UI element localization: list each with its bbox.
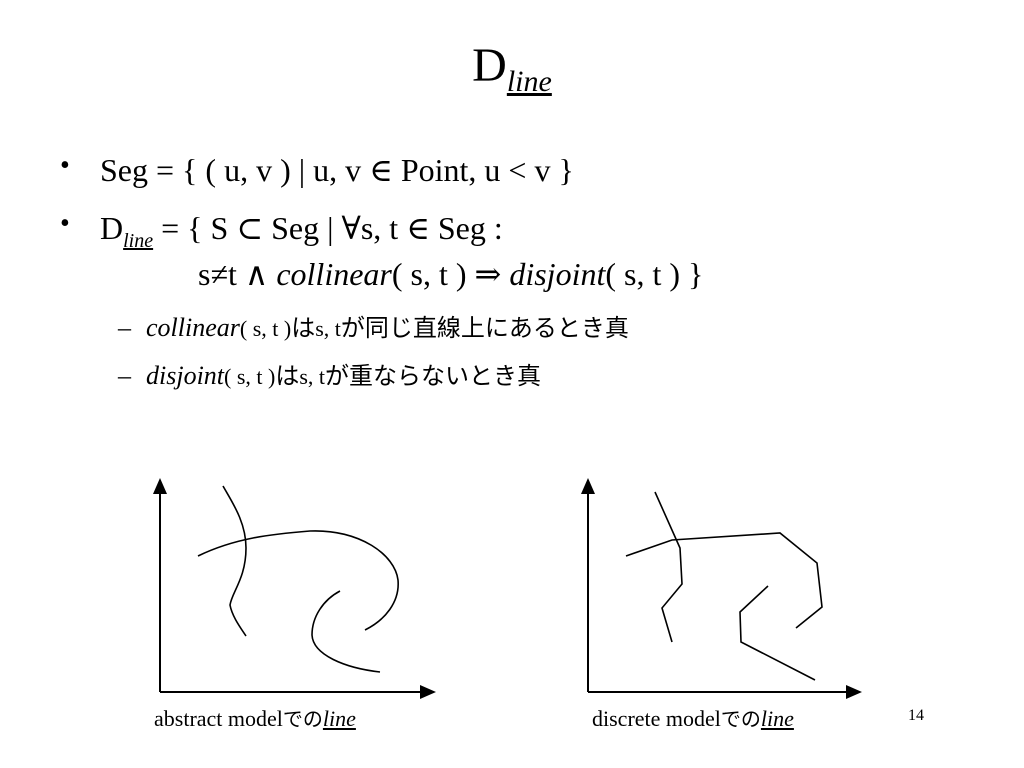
subbullet-disjoint-jp2: が重ならないとき真 xyxy=(325,362,542,390)
discrete-line-2 xyxy=(625,532,823,629)
abstract-line-2 xyxy=(197,530,399,631)
abstract-line-3 xyxy=(311,590,381,673)
dline-prefix: D xyxy=(100,210,124,246)
caption-discrete-jp: での xyxy=(720,707,761,731)
condition-part-a: s≠t ∧ xyxy=(198,256,277,292)
abstract-y-axis-arrow-icon xyxy=(153,478,167,494)
abstract-x-axis-arrow-icon xyxy=(420,685,436,699)
subbullet-disjoint: disjoint( s, t )はs, tが重ならないとき真 xyxy=(146,360,541,393)
discrete-y-axis-arrow-icon xyxy=(581,478,595,494)
discrete-model-diagram xyxy=(581,478,862,699)
discrete-line-3 xyxy=(739,585,816,681)
bullet-marker-2: • xyxy=(60,208,70,239)
subbullet-collinear: collinear( s, t )はs, tが同じ直線上にあるとき真 xyxy=(146,312,629,345)
page-number: 14 xyxy=(908,707,924,724)
subbullet-collinear-func: collinear xyxy=(146,313,240,342)
bullet-seg-definition: Seg = { ( u, v ) | u, v ∈ Point, u < v } xyxy=(100,152,574,188)
subbullet-collinear-vars: s, t xyxy=(315,316,341,341)
caption-abstract-jp: での xyxy=(282,707,323,731)
bullet-dline-definition: Dline = { S ⊂ Seg | ∀s, t ∈ Seg : xyxy=(100,208,503,261)
condition-part-c: ( s, t ) ⇒ xyxy=(391,256,510,292)
caption-discrete-model: discrete modelでのline xyxy=(592,706,794,732)
title-main: D xyxy=(472,39,507,92)
subbullet-collinear-jp2: が同じ直線上にあるとき真 xyxy=(340,314,629,342)
caption-abstract-model: abstract modelでのline xyxy=(154,706,356,732)
subbullet-disjoint-vars: s, t xyxy=(299,364,326,389)
caption-abstract-line: line xyxy=(322,706,356,731)
condition-part-e: ( s, t ) } xyxy=(605,256,704,292)
subbullet-marker-2: – xyxy=(118,361,131,390)
discrete-x-axis-arrow-icon xyxy=(846,685,862,699)
caption-abstract-text: abstract model xyxy=(154,706,283,731)
bullet-dline-condition: s≠t ∧ collinear( s, t ) ⇒ disjoint( s, t… xyxy=(198,254,703,294)
condition-disjoint: disjoint xyxy=(509,256,606,292)
slide-title: Dline xyxy=(0,38,1024,110)
subbullet-collinear-args: ( s, t ) xyxy=(239,316,292,341)
caption-discrete-text: discrete model xyxy=(592,706,721,731)
bullet-marker-1: • xyxy=(60,150,70,181)
subbullet-collinear-jp1: は xyxy=(291,314,316,342)
title-subscript: line xyxy=(506,65,552,98)
subbullet-disjoint-func: disjoint xyxy=(146,361,225,390)
subbullet-disjoint-jp1: は xyxy=(275,362,300,390)
abstract-model-diagram xyxy=(153,478,436,699)
subbullet-disjoint-args: ( s, t ) xyxy=(224,364,276,389)
abstract-line-1 xyxy=(222,485,247,637)
dline-prefix-subscript: line xyxy=(123,230,154,252)
dline-line1: = { S ⊂ Seg | ∀s, t ∈ Seg : xyxy=(153,210,503,246)
subbullet-marker-1: – xyxy=(118,313,131,342)
caption-discrete-line: line xyxy=(760,706,794,731)
discrete-line-1 xyxy=(654,491,683,643)
condition-collinear: collinear xyxy=(276,256,392,292)
